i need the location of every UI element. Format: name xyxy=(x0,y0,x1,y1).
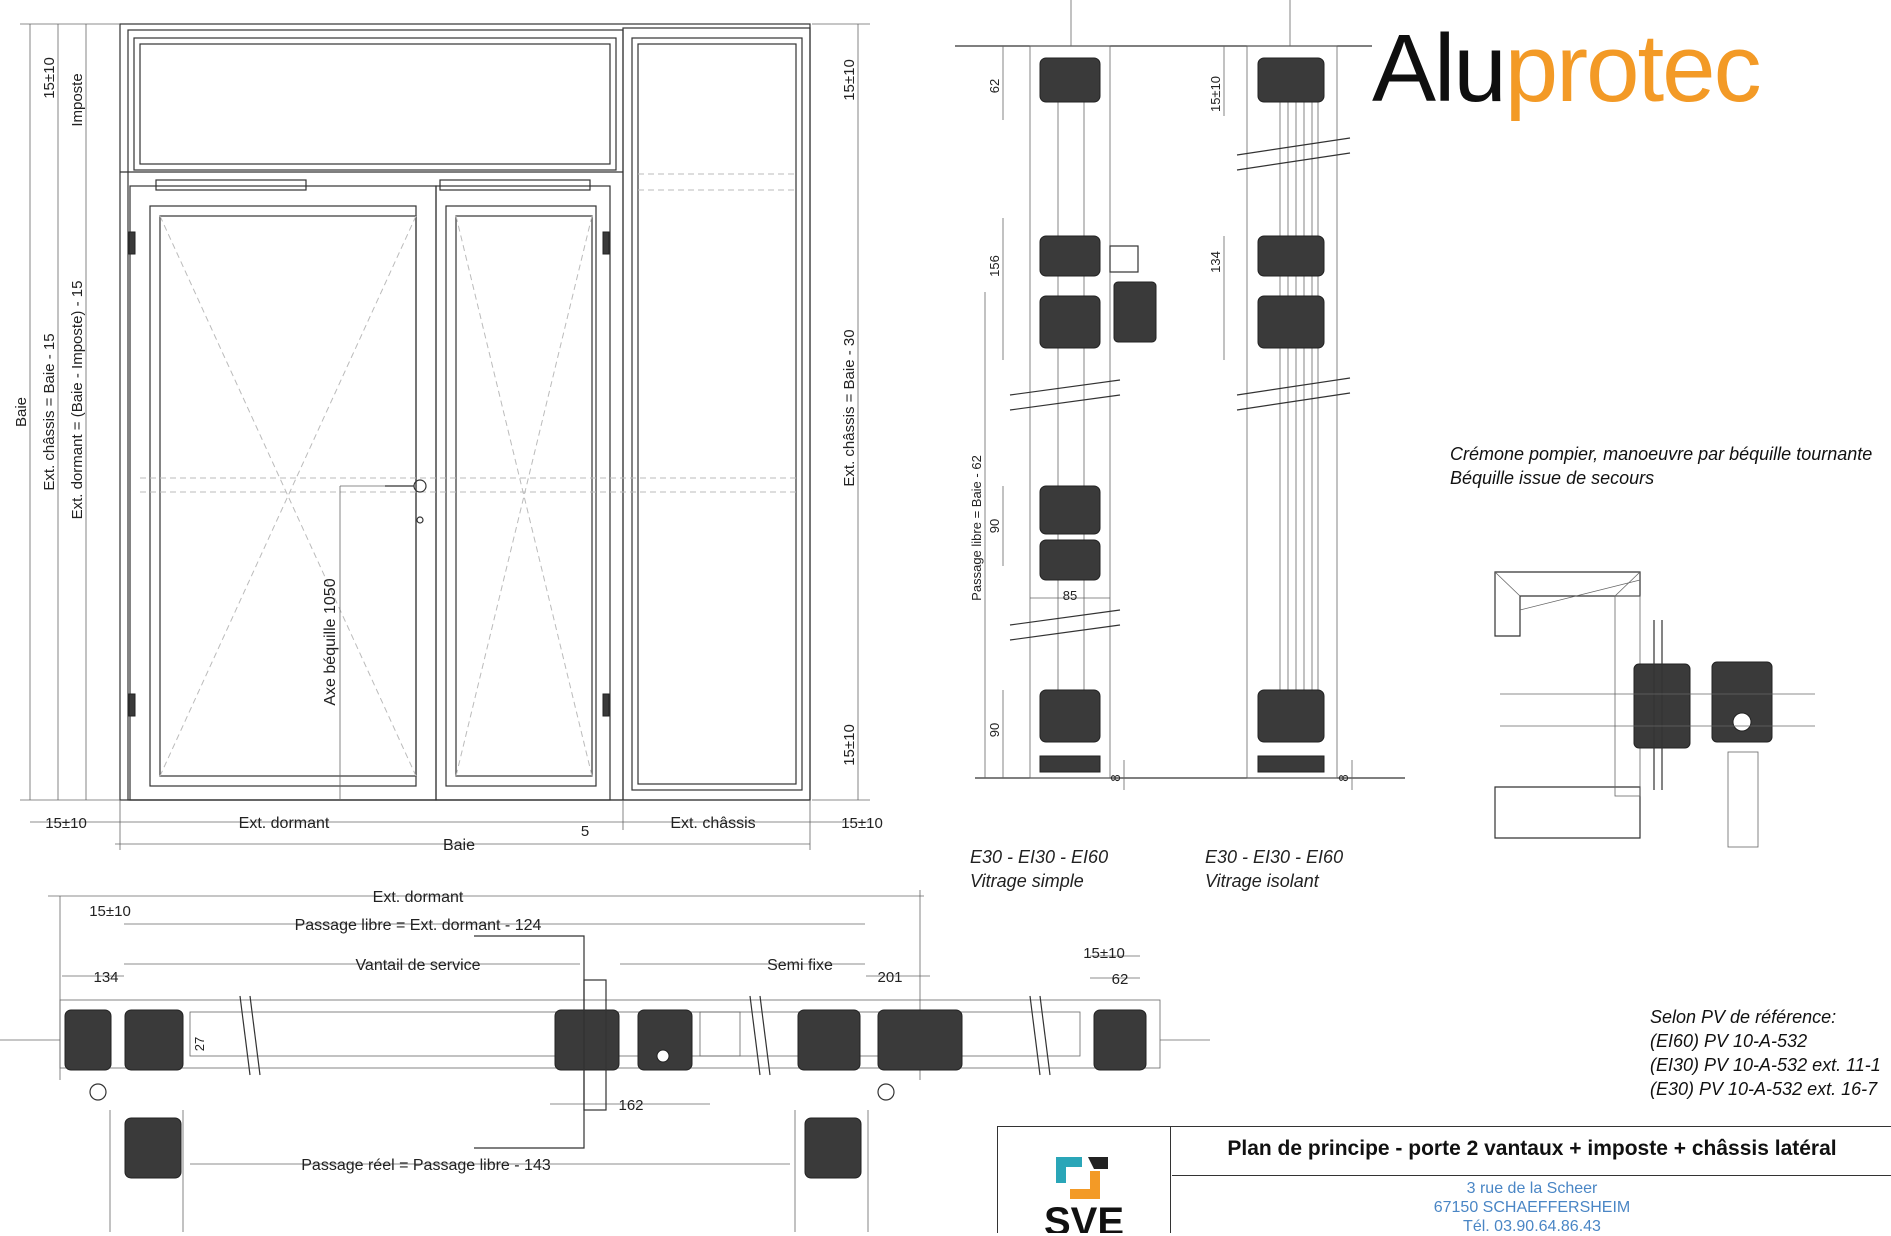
pv-title: Selon PV de référence: xyxy=(1650,1007,1837,1027)
vs-d8a: 8 xyxy=(1108,774,1123,781)
plan-passage-reel: Passage réel = Passage libre - 143 xyxy=(301,1157,551,1174)
vs-d134: 134 xyxy=(1208,251,1223,273)
plan-tol-right: 15±10 xyxy=(1083,945,1125,962)
mechanism-line1: Crémone pompier, manoeuvre par béquille … xyxy=(1450,444,1873,464)
brand-part1: Alu xyxy=(1372,15,1507,122)
elev-bottom-tol-right: 15±10 xyxy=(841,815,883,832)
sve-logo: SVE xyxy=(998,1127,1171,1233)
elev-ext-dormant-vertical: Ext. dormant = (Baie - Imposte) - 15 xyxy=(69,281,86,520)
plan-d134: 134 xyxy=(93,969,118,986)
brand-part2: protec xyxy=(1504,15,1762,122)
elev-ext-chassis-right: Ext. châssis = Baie - 30 xyxy=(841,329,858,486)
vertical-sections: 62 156 Passage libre = Baie - 62 90 85 9… xyxy=(955,0,1405,891)
mechanism-line2: Béquille issue de secours xyxy=(1450,468,1655,488)
vs-label-simple-2: Vitrage simple xyxy=(970,871,1084,891)
vs-d156: 156 xyxy=(987,255,1002,277)
elev-tol-top-right: 15±10 xyxy=(841,59,858,101)
vs-passage: Passage libre = Baie - 62 xyxy=(969,455,984,601)
elev-bottom-ext-dormant: Ext. dormant xyxy=(239,815,330,832)
plan-d162: 162 xyxy=(618,1097,643,1114)
vs-d15: 15±10 xyxy=(1208,76,1223,112)
elev-ext-chassis-left: Ext. châssis = Baie - 15 xyxy=(41,333,58,490)
plan-d201: 201 xyxy=(877,969,902,986)
vs-label-simple-1: E30 - EI30 - EI60 xyxy=(970,847,1108,867)
vs-label-iso-2: Vitrage isolant xyxy=(1205,871,1320,891)
plan-vantail: Vantail de service xyxy=(355,957,480,974)
title-separator xyxy=(1172,1175,1891,1176)
plan-d62: 62 xyxy=(1112,971,1129,988)
vs-d62: 62 xyxy=(987,79,1002,93)
plan-passage-libre: Passage libre = Ext. dormant - 124 xyxy=(295,917,542,934)
drawing-title: Plan de principe - porte 2 vantaux + imp… xyxy=(1227,1137,1837,1160)
plan-section: Ext. dormant 15±10 Passage libre = Ext. … xyxy=(0,889,1210,1232)
front-elevation: Baie Ext. châssis = Baie - 15 Ext. dorma… xyxy=(13,23,883,854)
sve-logo-icon: SVE xyxy=(1044,1157,1124,1233)
elev-bottom-tol-left: 15±10 xyxy=(45,815,87,832)
elev-bottom-gap: 5 xyxy=(581,823,589,840)
pv-ei60: (EI60) PV 10-A-532 xyxy=(1650,1031,1808,1051)
vs-d90a: 90 xyxy=(987,519,1002,533)
vs-label-iso-1: E30 - EI30 - EI60 xyxy=(1205,847,1343,867)
elev-tol-bottom-right: 15±10 xyxy=(841,724,858,766)
address-line2: 67150 SCHAEFFERSHEIM xyxy=(1433,1199,1631,1216)
company-address: 3 rue de la Scheer 67150 SCHAEFFERSHEIM … xyxy=(1172,1179,1891,1236)
elev-imposte: Imposte xyxy=(69,73,86,126)
mechanism-note: Crémone pompier, manoeuvre par béquille … xyxy=(1450,442,1872,490)
elev-axe-bequille: Axe béquille 1050 xyxy=(322,578,339,705)
plan-ext-dormant: Ext. dormant xyxy=(373,889,464,906)
elev-tol-top-left: 15±10 xyxy=(41,57,58,99)
pv-reference-note: Selon PV de référence: (EI60) PV 10-A-53… xyxy=(1650,1005,1881,1101)
title-block: SVE Plan de principe - porte 2 vantaux +… xyxy=(997,1126,1891,1236)
address-phone: Tél. 03.90.64.86.43 xyxy=(1463,1218,1601,1235)
elev-bottom-ext-chassis: Ext. châssis xyxy=(670,815,755,832)
pv-ei30: (EI30) PV 10-A-532 ext. 11-1 xyxy=(1650,1055,1881,1075)
plan-tol-left: 15±10 xyxy=(89,903,131,920)
brand-logo: Aluprotec xyxy=(1372,14,1762,124)
vs-d90b: 90 xyxy=(987,723,1002,737)
plan-d27: 27 xyxy=(192,1037,207,1051)
address-line1: 3 rue de la Scheer xyxy=(1466,1180,1598,1197)
handle-detail xyxy=(1494,571,1815,848)
sve-logo-text: SVE xyxy=(1044,1200,1124,1233)
pv-e30: (E30) PV 10-A-532 ext. 16-7 xyxy=(1650,1079,1878,1099)
vs-d8b: 8 xyxy=(1336,774,1351,781)
plan-semi-fixe: Semi fixe xyxy=(767,957,833,974)
elev-baie-vertical: Baie xyxy=(13,397,30,427)
vs-d85: 85 xyxy=(1063,588,1077,603)
elev-bottom-baie: Baie xyxy=(443,837,475,854)
